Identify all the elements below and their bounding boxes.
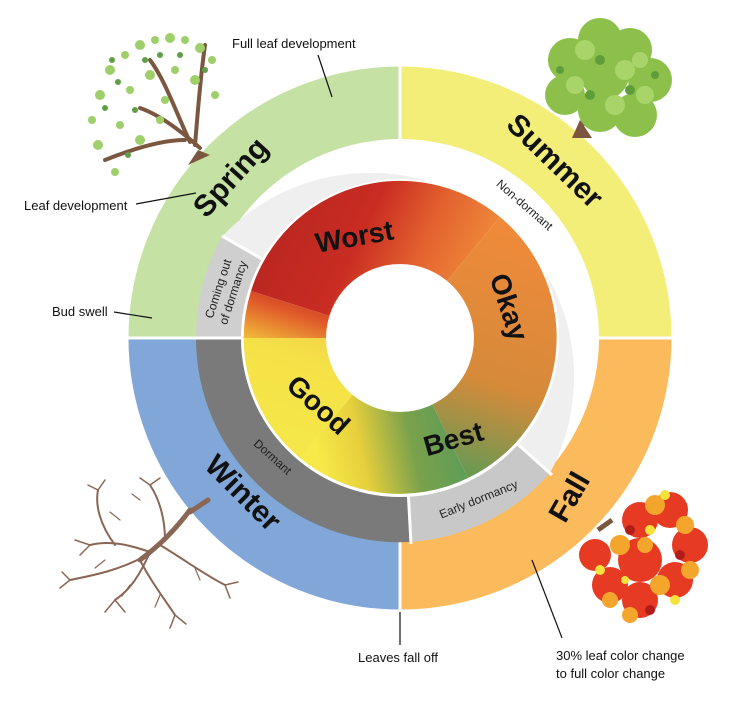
center-hole xyxy=(326,264,474,412)
annotation-color-change-1: 30% leaf color change xyxy=(556,648,685,663)
annotation-full-leaf: Full leaf development xyxy=(232,36,356,51)
quality-ring xyxy=(241,179,559,497)
worst-sector xyxy=(251,180,500,338)
winter-tree-icon xyxy=(59,477,239,629)
annotation-leaf-development: Leaf development xyxy=(24,198,128,213)
fall-tree-icon xyxy=(579,490,708,623)
annotation-leaves-fall: Leaves fall off xyxy=(358,650,438,665)
annotation-color-change-2: to full color change xyxy=(556,666,665,681)
okay-sector xyxy=(400,217,557,478)
spring-tree-icon xyxy=(88,33,219,176)
annotation-lines xyxy=(113,54,563,645)
annotation-bud-swell: Bud swell xyxy=(52,304,108,319)
summer-tree-icon xyxy=(545,18,672,138)
best-sector xyxy=(300,338,468,494)
